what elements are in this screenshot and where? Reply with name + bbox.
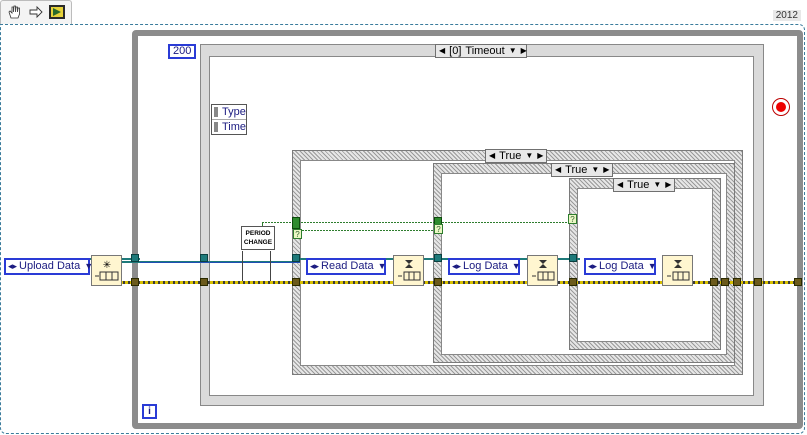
diagram-frame (0, 24, 805, 434)
upload-data-enum[interactable]: ◂▸ Upload Data ▼ (4, 258, 94, 275)
enum-dropdown-icon[interactable]: ▼ (84, 261, 94, 271)
enqueue-element-vi-icon[interactable]: ✳ (91, 255, 122, 286)
step-arrow-icon[interactable] (28, 4, 44, 20)
next-case-icon[interactable]: ▶ (665, 180, 672, 189)
enum-increment-icon: ◂▸ (452, 261, 462, 271)
enum-dropdown-icon[interactable]: ▼ (377, 261, 387, 271)
log-data-label-1: Log Data (463, 260, 508, 272)
enum-dropdown-icon[interactable]: ▼ (511, 261, 521, 271)
case-selector-middle[interactable]: ◀ True ▼ ▶ (551, 163, 613, 177)
case-selector-outer[interactable]: ◀ True ▼ ▶ (485, 149, 547, 163)
event-data-node[interactable]: Type Time (211, 104, 247, 135)
log-data-label-2: Log Data (599, 260, 644, 272)
next-case-icon[interactable]: ▶ (603, 165, 610, 174)
case-label-outer: True (499, 150, 522, 162)
case-tunnel-error (292, 278, 300, 286)
case-tunnel-enum (292, 254, 300, 262)
diagram-toolbar (0, 0, 72, 24)
event-data-time: Time (212, 120, 246, 134)
upload-data-label: Upload Data (19, 260, 81, 272)
case-tunnel-error (569, 278, 577, 286)
error-wire (120, 281, 800, 284)
case-tunnel-enum (434, 254, 442, 262)
loop-tunnel-error (794, 278, 802, 286)
wire-enum-inner (140, 262, 300, 263)
version-label: 2012 (772, 10, 801, 21)
case-tunnel-error (710, 278, 718, 286)
enum-increment-icon: ◂▸ (8, 261, 18, 271)
boolean-wire (296, 230, 436, 231)
case-menu-icon[interactable]: ▼ (591, 165, 600, 174)
read-data-enum[interactable]: ◂▸ Read Data ▼ (306, 258, 387, 275)
case-selector-qmark: ? (434, 224, 443, 234)
enqueue-log-vi-icon-2[interactable] (662, 255, 693, 286)
svg-text:✳: ✳ (102, 260, 110, 271)
hand-tool-icon[interactable] (6, 4, 24, 20)
case-label-inner: True (627, 179, 650, 191)
event-data-type: Type (212, 105, 246, 120)
case-menu-icon[interactable]: ▼ (508, 46, 517, 55)
read-data-label: Read Data (321, 260, 374, 272)
run-icon[interactable] (48, 4, 66, 20)
prev-case-icon[interactable]: ◀ (489, 151, 496, 160)
case-selector-inner[interactable]: ◀ True ▼ ▶ (613, 178, 675, 192)
enqueue-log-vi-icon-1[interactable] (527, 255, 558, 286)
case-label-middle: True (565, 164, 588, 176)
prev-case-icon[interactable]: ◀ (439, 46, 446, 55)
while-loop[interactable] (132, 30, 803, 429)
loop-stop-condition-icon[interactable] (772, 98, 790, 116)
enqueue-read-vi-icon[interactable] (393, 255, 424, 286)
event-label: Timeout (465, 45, 505, 57)
case-selector-qmark: ? (568, 214, 577, 224)
period-change-vi[interactable]: PERIOD CHANGE (241, 226, 275, 250)
case-tunnel-error (721, 278, 729, 286)
case-selector-qmark: ? (293, 229, 302, 239)
next-case-icon[interactable]: ▶ (520, 46, 527, 55)
case-tunnel-error (733, 278, 741, 286)
event-tunnel-error (754, 278, 762, 286)
case-selector-terminal (292, 217, 300, 229)
enum-dropdown-icon[interactable]: ▼ (647, 261, 657, 271)
next-case-icon[interactable]: ▶ (537, 151, 544, 160)
event-tunnel-error (200, 278, 208, 286)
wire-drop (242, 251, 243, 281)
enum-increment-icon: ◂▸ (588, 261, 598, 271)
case-menu-icon[interactable]: ▼ (525, 151, 534, 160)
prev-case-icon[interactable]: ◀ (617, 180, 624, 189)
enum-increment-icon: ◂▸ (310, 261, 320, 271)
case-menu-icon[interactable]: ▼ (653, 180, 662, 189)
period-change-line1: PERIOD (245, 230, 271, 237)
boolean-wire (262, 222, 572, 223)
event-case-selector[interactable]: ◀ [0] Timeout ▼ ▶ (435, 44, 527, 58)
log-data-enum-1[interactable]: ◂▸ Log Data ▼ (448, 258, 521, 275)
wire-drop (270, 251, 271, 281)
boolean-wire (262, 222, 263, 226)
event-index: [0] (449, 45, 462, 57)
log-data-enum-2[interactable]: ◂▸ Log Data ▼ (584, 258, 657, 275)
period-change-line2: CHANGE (243, 239, 273, 246)
timeout-constant[interactable]: 200 (168, 44, 197, 59)
prev-case-icon[interactable]: ◀ (555, 165, 562, 174)
case-tunnel-enum (569, 254, 577, 262)
iteration-terminal: i (142, 404, 157, 419)
loop-tunnel-error (131, 278, 139, 286)
loop-tunnel-enum (131, 254, 139, 262)
event-tunnel-enum (200, 254, 208, 262)
case-tunnel-error (434, 278, 442, 286)
